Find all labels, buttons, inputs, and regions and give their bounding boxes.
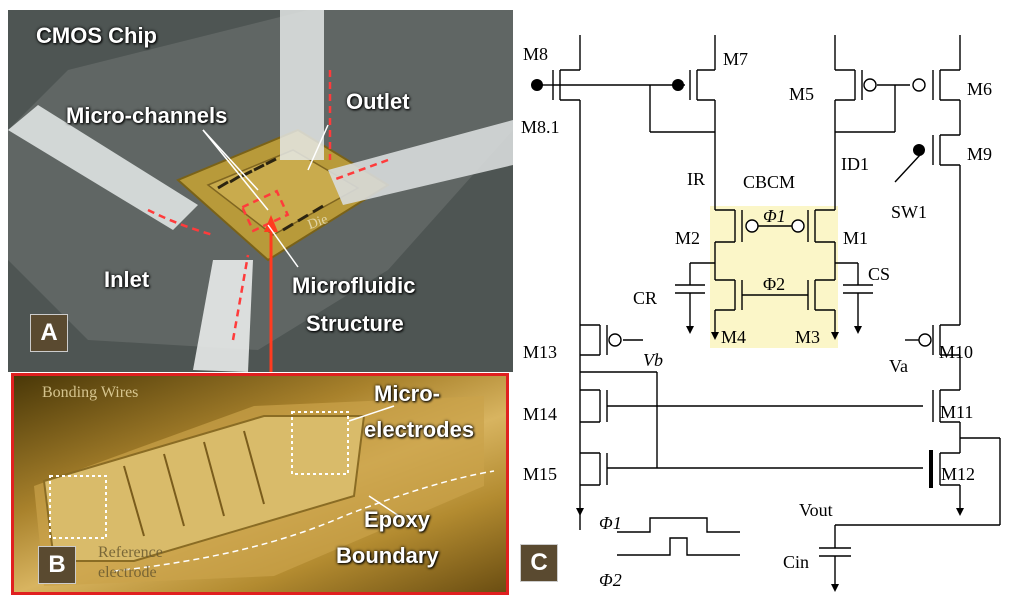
label-electrodes: electrodes: [364, 417, 475, 442]
capacitor-cs: [835, 262, 873, 328]
label-cr: CR: [633, 288, 657, 308]
transistor-m13: [580, 324, 643, 356]
label-reference: Reference: [98, 544, 163, 561]
label-m7: M7: [723, 49, 748, 69]
label-m13: M13: [523, 342, 557, 362]
transistor-m9: [894, 134, 961, 325]
transistor-m1: [807, 209, 836, 280]
label-m1: M1: [843, 228, 868, 248]
label-electrode: electrode: [98, 564, 157, 581]
m6-gate-bubble: [912, 78, 926, 92]
panel-c-letter: C: [520, 544, 558, 582]
outlet-tube-right: [328, 120, 513, 205]
capacitor-cr: [675, 262, 715, 328]
panel-b-photo: Bonding Wires Micro- electrodes Epoxy Bo…: [11, 373, 509, 595]
transistor-m6: [932, 69, 961, 135]
label-phi2-core: Φ2: [763, 274, 785, 294]
label-m6: M6: [967, 79, 992, 99]
label-m9: M9: [967, 144, 992, 164]
capacitor-cin: [819, 525, 851, 586]
label-phi1-core: Φ1: [763, 206, 786, 226]
label-bonding-wires: Bonding Wires: [42, 384, 139, 401]
label-m2: M2: [675, 228, 700, 248]
label-cs: CS: [868, 264, 890, 284]
label-sw1: SW1: [891, 202, 927, 222]
label-inlet: Inlet: [104, 267, 150, 292]
label-m5: M5: [789, 84, 814, 104]
panel-a-letter: A: [30, 314, 68, 352]
label-vb: Vb: [643, 350, 663, 370]
sw1-switch-dot: [913, 144, 925, 156]
label-phi1-clock: Φ1: [599, 513, 622, 533]
label-boundary: Boundary: [336, 543, 439, 568]
transistor-m15: [580, 371, 923, 486]
label-structure: Structure: [306, 311, 404, 336]
label-micro: Micro-: [374, 381, 440, 406]
label-m14: M14: [523, 404, 557, 424]
panel-c-schematic: M8 M8.1 M7 M5 M6 M9 IR CBCM ID1 SW1 M2 M…: [521, 35, 1001, 592]
clock-waveforms: [617, 517, 740, 556]
epoxy-boundary-line: [113, 470, 495, 572]
label-m15: M15: [523, 464, 557, 484]
label-cbcm: CBCM: [743, 172, 795, 192]
label-micro-channels: Micro-channels: [66, 103, 228, 128]
panel-a-photo: CMOS Chip Micro-channels Outlet Inlet Mi…: [8, 10, 513, 372]
label-va: Va: [889, 356, 908, 376]
transistor-m14: [580, 389, 923, 423]
label-m4: M4: [721, 327, 746, 347]
label-cmos-chip: CMOS Chip: [36, 23, 157, 48]
lower-tube: [193, 260, 253, 372]
outlet-tube-top: [280, 10, 324, 160]
label-epoxy: Epoxy: [364, 507, 431, 532]
micro-electrode-box: [291, 411, 349, 475]
label-id1: ID1: [841, 154, 869, 174]
label-outlet: Outlet: [346, 89, 410, 114]
m8-gate-dot: [531, 79, 543, 91]
label-vout: Vout: [799, 500, 833, 520]
m5-gate-bubble: [863, 78, 877, 92]
transistor-m5: [834, 69, 910, 210]
label-m3: M3: [795, 327, 820, 347]
cbcm-highlight: [710, 206, 838, 348]
transistor-m12: [929, 450, 961, 510]
transistor-m8: [539, 69, 581, 530]
label-microfluidic: Microfluidic: [292, 273, 416, 298]
transistor-m7: [649, 69, 716, 210]
label-m8-1: M8.1: [521, 117, 560, 137]
label-m8: M8: [523, 44, 548, 64]
transistor-m11: [835, 389, 1001, 526]
panel-b-letter: B: [38, 546, 76, 584]
m7-gate-dot: [672, 79, 684, 91]
label-phi2-clock: Φ2: [599, 570, 622, 590]
reference-electrode-box: [49, 475, 107, 539]
inlet-tube: [8, 105, 198, 230]
transistor-m2: [714, 209, 743, 280]
panel-a-illustration: [8, 10, 513, 372]
label-ir: IR: [687, 169, 705, 189]
label-m10: M10: [939, 342, 973, 362]
label-cin: Cin: [783, 552, 809, 572]
label-m11: M11: [940, 402, 973, 422]
label-m12: M12: [941, 464, 975, 484]
transistor-m10: [905, 324, 961, 390]
